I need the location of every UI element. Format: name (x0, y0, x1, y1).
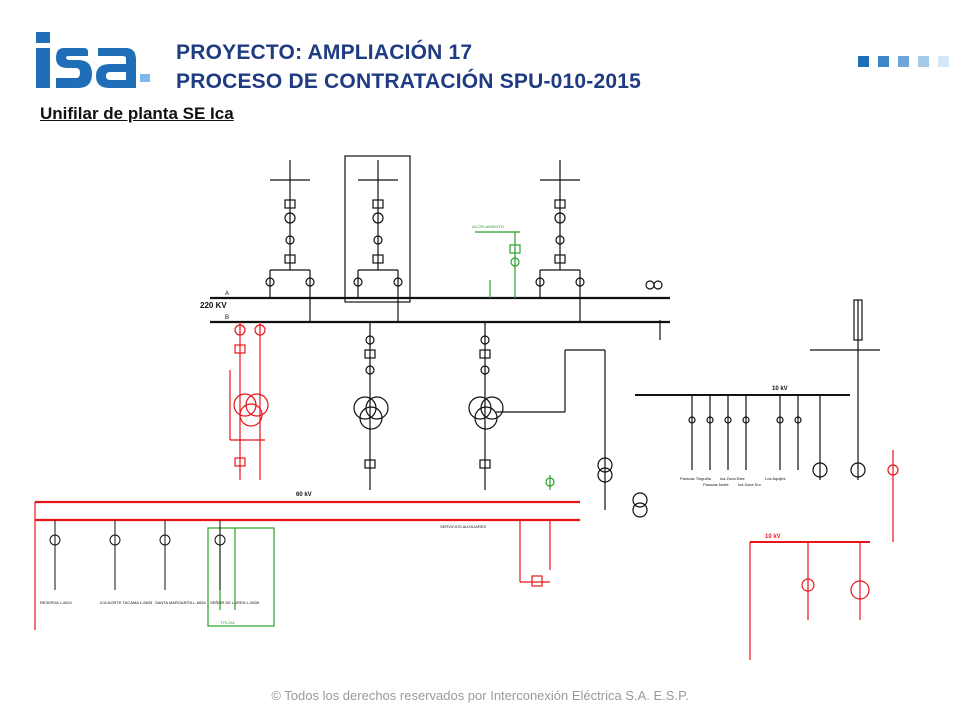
feeder-label-1: RESERVA L-6621 (40, 600, 73, 605)
bay-1 (265, 160, 315, 322)
label-bus-b: B (225, 315, 229, 321)
label-10kv-red: 10 kV (765, 534, 781, 540)
slide-subtitle: Unifilar de planta SE Ica (40, 104, 234, 123)
label-servicios: SERVICIOS AUXILIARES (440, 524, 486, 529)
feeder-label-3: SANTA MARGARITA L-6634 (155, 600, 207, 605)
60kv-feeders (49, 520, 226, 590)
footer-copyright: © Todos los derechos reservados por Inte… (271, 688, 689, 703)
transformer-bay-2 (468, 322, 605, 490)
single-line-diagram: 220 KV A B 60 kV 10 kV 10 kV ACOPLAMIENT… (34, 155, 899, 660)
label-10kv: 10 kV (772, 386, 788, 392)
bottom-label-5: Los Aquijes (765, 476, 785, 481)
feeder-label-2: ICA NORTE TACAMA L-6633 (100, 600, 153, 605)
red-section (34, 322, 899, 660)
label-acoplamiento: ACOPLAMIENTO (472, 224, 504, 229)
bottom-label-3: Ica Zona Este (720, 476, 745, 481)
label-bus-a: A (225, 291, 229, 297)
bottom-label-2: Paracas Norte (703, 482, 729, 487)
transformer-bay-1 (353, 322, 389, 490)
label-transformer-green: T79-261 (220, 620, 236, 625)
decorative-squares (858, 54, 958, 72)
title-line-1: PROYECTO: AMPLIACIÓN 17 (176, 41, 473, 64)
square-2 (878, 56, 889, 67)
10kv-feeders (688, 395, 802, 470)
bottom-label-4: Ica Zona Sur (738, 482, 762, 487)
square-3 (898, 56, 909, 67)
square-4 (918, 56, 929, 67)
feeder-label-4: SEÑOR DE LUREN L-6635 (210, 600, 260, 605)
isa-logo (36, 32, 150, 88)
bay-3 (535, 160, 585, 322)
page-title: PROYECTO: AMPLIACIÓN 17 PROCESO DE CONTR… (176, 38, 641, 96)
bay-2 (344, 155, 411, 322)
label-60kv: 60 kV (296, 492, 312, 498)
title-line-2: PROCESO DE CONTRATACIÓN SPU-010-2015 (176, 70, 642, 93)
black-220kv-section (210, 155, 880, 518)
bottom-label-1: Paracas Tinguiña (680, 476, 712, 481)
label-220kv: 220 KV (200, 301, 227, 310)
square-1 (858, 56, 869, 67)
square-5 (938, 56, 949, 67)
